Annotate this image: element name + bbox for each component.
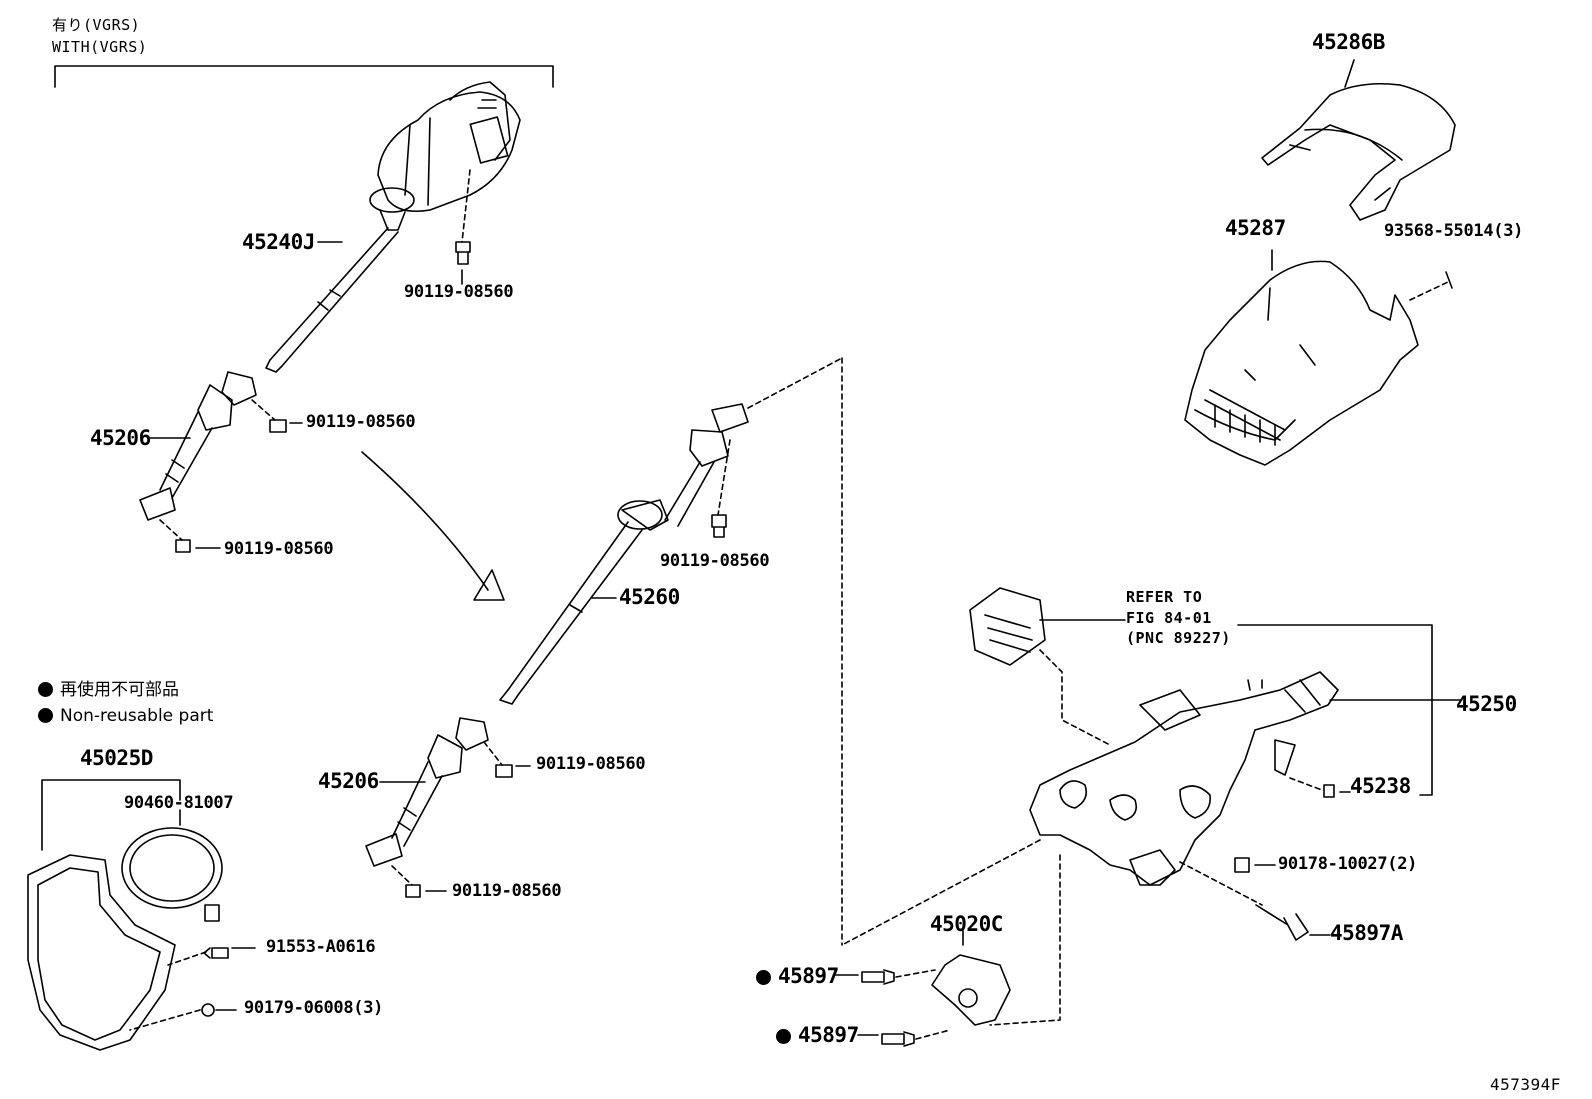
refer-line-3: (PNC 89227) xyxy=(1126,629,1231,647)
refer-line-2: FIG 84-01 xyxy=(1126,609,1212,627)
part-label-45206-upper[interactable]: 45206 xyxy=(90,426,151,450)
part-label-45260[interactable]: 45260 xyxy=(619,585,680,609)
intermediate-shaft-45206-upper xyxy=(139,371,303,553)
non-reusable-dot-icon xyxy=(776,1029,791,1044)
part-label-93568-55014[interactable]: 93568-55014(3) xyxy=(1384,221,1524,241)
legend-jp: 再使用不可部品 xyxy=(38,682,179,699)
part-label-45238[interactable]: 45238 xyxy=(1350,774,1411,798)
part-label-90179-06008[interactable]: 90179-06008(3) xyxy=(244,998,384,1018)
part-label-90119-08560-d[interactable]: 90119-08560 xyxy=(660,551,770,571)
vgrs-bracket xyxy=(54,65,554,88)
legend-dot-icon xyxy=(38,682,53,697)
part-label-90119-08560-b[interactable]: 90119-08560 xyxy=(306,412,416,432)
refer-line-1: REFER TO xyxy=(1126,588,1203,606)
replacement-arrow xyxy=(361,451,505,601)
legend-dot-icon xyxy=(38,708,53,723)
part-label-90178-10027[interactable]: 90178-10027(2) xyxy=(1278,854,1418,874)
intermediate-shaft-45206-lower xyxy=(365,717,531,898)
hole-cover-45025D xyxy=(27,779,256,1051)
part-label-90119-08560-a[interactable]: 90119-08560 xyxy=(404,282,514,302)
steering-column-45250 xyxy=(841,624,1461,1026)
part-label-45897-a[interactable]: 45897 xyxy=(756,966,839,987)
legend-en: Non-reusable part xyxy=(38,708,213,725)
figure-id: 457394F xyxy=(1490,1075,1561,1094)
part-label-45020C[interactable]: 45020C xyxy=(930,912,1003,936)
part-label-45897A[interactable]: 45897A xyxy=(1330,921,1403,945)
part-label-45025D[interactable]: 45025D xyxy=(80,746,153,770)
non-reusable-dot-icon xyxy=(756,970,771,985)
vgrs-shaft-45240J xyxy=(265,81,521,373)
part-label-90119-08560-c[interactable]: 90119-08560 xyxy=(224,539,334,559)
part-label-45240J[interactable]: 45240J xyxy=(242,230,315,254)
variant-label-jp: 有り(VGRS) xyxy=(52,16,141,34)
relay-box xyxy=(969,587,1126,746)
part-label-45287[interactable]: 45287 xyxy=(1225,216,1286,240)
variant-label-en: WITH(VGRS) xyxy=(52,38,148,56)
lock-45020C xyxy=(835,929,1011,1047)
part-label-45250[interactable]: 45250 xyxy=(1456,692,1517,716)
column-cover-upper-45286B xyxy=(1261,59,1456,221)
part-label-90460-81007[interactable]: 90460-81007 xyxy=(124,793,234,813)
steering-shaft-45260 xyxy=(499,357,843,946)
column-cover-lower-45287 xyxy=(1184,249,1453,466)
part-label-90119-08560-e[interactable]: 90119-08560 xyxy=(536,754,646,774)
part-label-45897-b[interactable]: 45897 xyxy=(776,1025,859,1046)
part-label-90119-08560-f[interactable]: 90119-08560 xyxy=(452,881,562,901)
part-label-91553-A0616[interactable]: 91553-A0616 xyxy=(266,937,376,957)
part-label-45206-lower[interactable]: 45206 xyxy=(318,769,379,793)
part-label-45286B[interactable]: 45286B xyxy=(1312,30,1385,54)
